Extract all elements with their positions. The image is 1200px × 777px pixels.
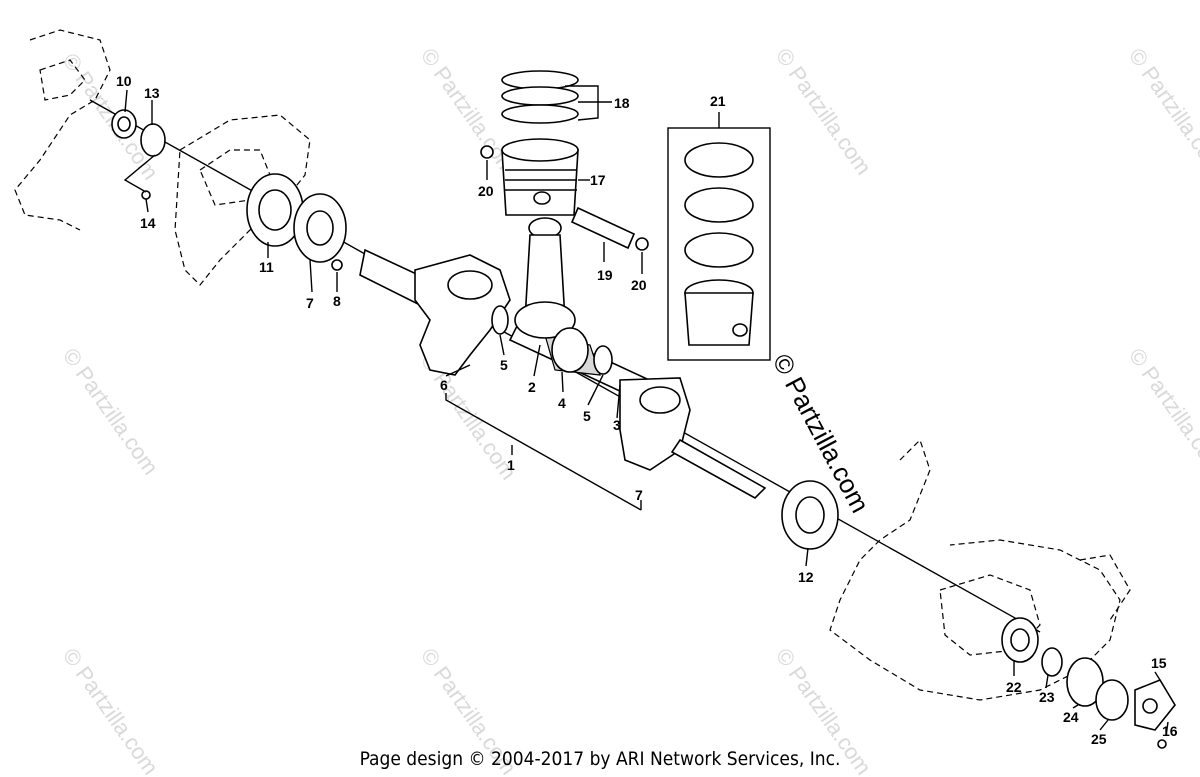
watermark: © Partzilla.com (58, 49, 164, 185)
callout-5a: 5 (500, 357, 508, 373)
callout-17: 17 (590, 172, 606, 188)
crankshaft-assembly (359, 248, 767, 499)
watermark: © Partzilla.com (771, 44, 877, 180)
callout-4: 4 (558, 395, 566, 411)
callout-22: 22 (1006, 679, 1022, 695)
callout-14: 14 (140, 215, 156, 231)
callout-11: 11 (259, 259, 274, 275)
callout-12: 12 (798, 569, 814, 585)
callout-7: 7 (635, 487, 643, 503)
callout-10: 10 (116, 73, 132, 89)
callout-20a: 20 (478, 183, 494, 199)
callout-1: 1 (507, 457, 515, 473)
watermark: © Partzilla.com (1124, 44, 1200, 180)
callout-2: 2 (528, 379, 536, 395)
callout-16: 16 (1162, 723, 1178, 739)
callout-6: 6 (440, 377, 448, 393)
callout-8: 7 (306, 295, 314, 311)
watermark: © Partzilla.com (58, 344, 164, 480)
callout-21: 21 (710, 93, 726, 109)
crankcase-outline-right (829, 438, 1131, 701)
callout-3: 3 (613, 417, 621, 433)
callout-20b: 20 (631, 277, 647, 293)
callout-5b: 5 (583, 408, 591, 424)
watermark: © Partzilla.com (1124, 344, 1200, 480)
piston-kit-box (667, 127, 771, 361)
crankcase-outline-left (14, 29, 311, 286)
callout-15: 15 (1151, 655, 1167, 671)
callout-18: 18 (614, 95, 630, 111)
callout-13: 13 (144, 85, 160, 101)
callout-9: 8 (333, 293, 341, 309)
callout-25: 25 (1091, 731, 1107, 747)
bearings-and-seals (111, 109, 1176, 749)
callout-19: 19 (597, 267, 613, 283)
leader-lines (123, 85, 1169, 737)
callout-labels: 10 13 14 11 7 8 5 2 4 5 3 6 1 7 12 20 17… (116, 73, 1178, 747)
piston-group (480, 70, 649, 251)
callout-23: 23 (1039, 689, 1055, 705)
connecting-rod (514, 217, 576, 339)
page-footer-copyright: Page design © 2004-2017 by ARI Network S… (359, 748, 841, 770)
callout-24: 24 (1063, 709, 1079, 725)
